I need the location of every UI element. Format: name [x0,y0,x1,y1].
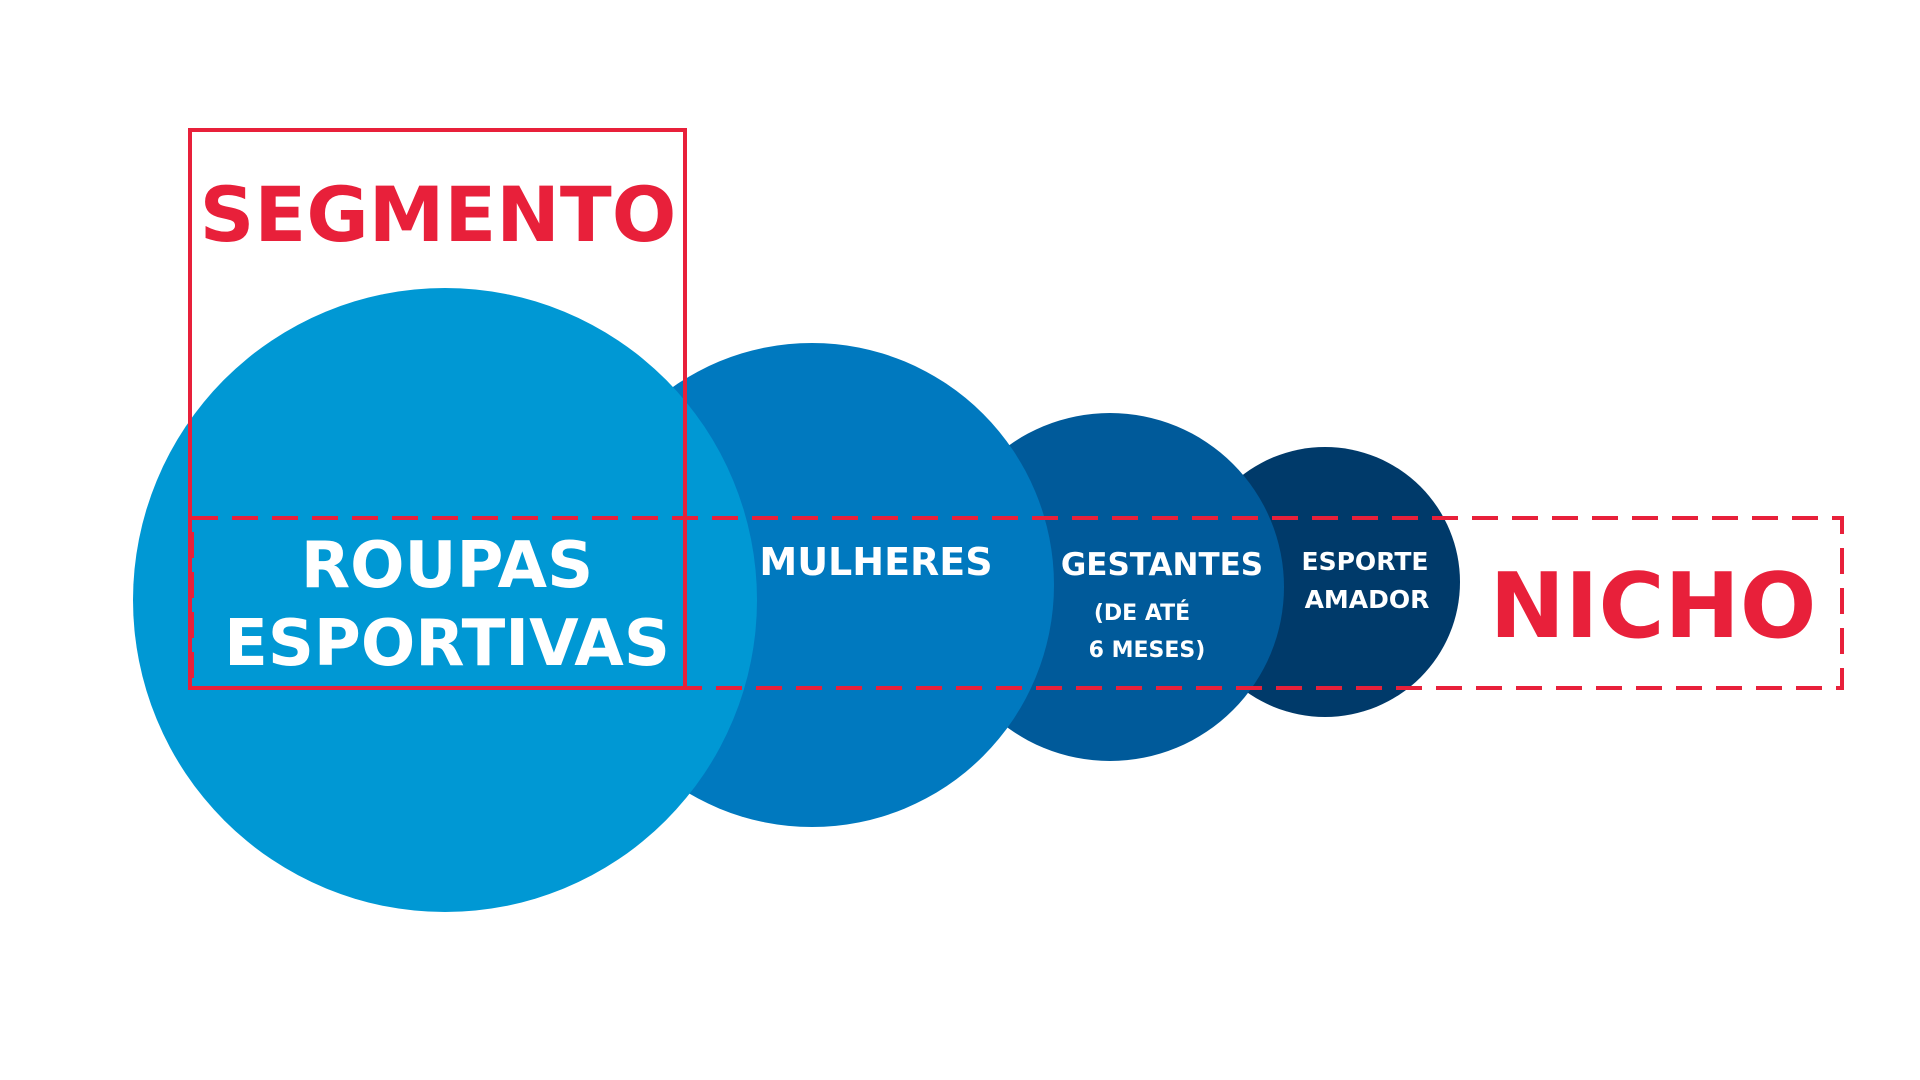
label-esporte-line2: AMADOR [1305,585,1430,614]
label-mulheres: MULHERES [759,540,992,584]
label-gestantes-line3: 6 MESES) [1089,638,1206,663]
label-gestantes-line1: GESTANTES [1061,547,1263,583]
niche-box [190,516,1844,690]
niche-title: NICHO [1490,554,1817,659]
label-esporte-line1: ESPORTE [1302,547,1429,576]
label-gestantes-line2: (DE ATÉ [1094,600,1190,626]
segment-title: SEGMENTO [200,170,677,259]
circle-roupas-esportivas [133,288,757,912]
label-roupas-line1: ROUPAS [301,529,593,603]
label-roupas-line2: ESPORTIVAS [224,607,670,681]
